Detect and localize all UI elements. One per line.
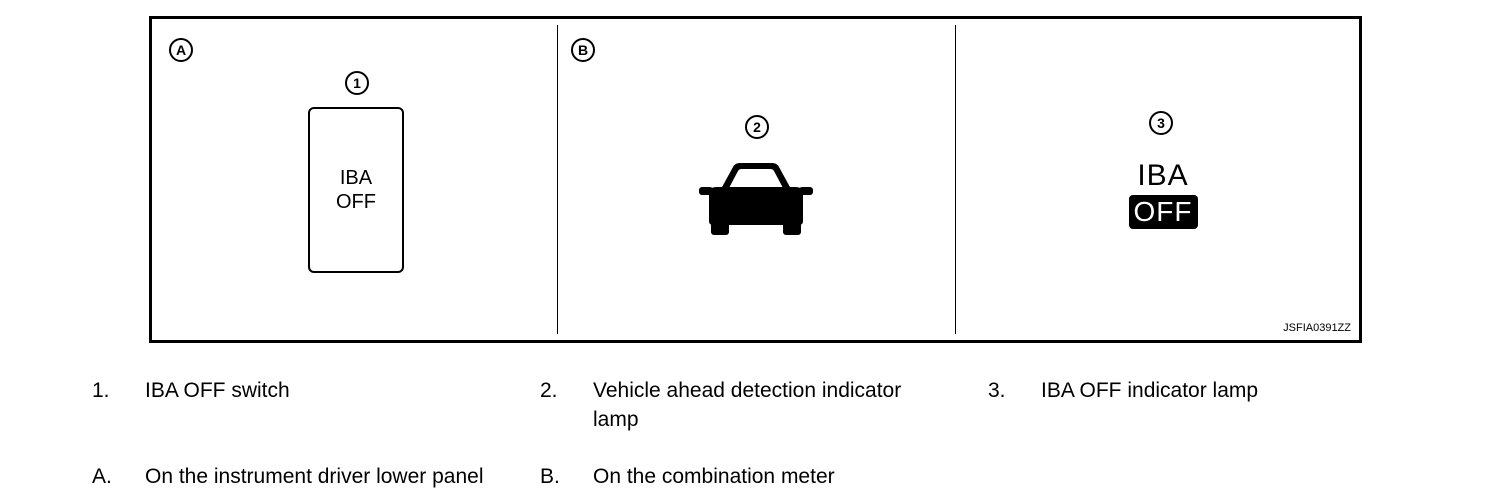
legend-item-b-letter: B. <box>540 465 560 488</box>
callout-3-number: 3 <box>1157 115 1165 131</box>
diagram-figure: A B 1 2 3 IBA OFF IBA OFF <box>149 16 1362 343</box>
panel-a-label: A <box>169 38 193 62</box>
legend-item-a-text: On the instrument driver lower panel <box>145 465 484 488</box>
legend-item-1-number: 1. <box>92 379 110 402</box>
callout-1: 1 <box>345 71 369 95</box>
switch-label-line1: IBA <box>339 167 373 189</box>
legend-item-b-text: On the combination meter <box>593 465 835 488</box>
iba-off-switch: IBA OFF <box>308 107 404 273</box>
panel-divider-1 <box>557 25 558 334</box>
iba-off-indicator-lamp: IBA OFF <box>1125 159 1201 229</box>
legend-item-2-number: 2. <box>540 379 558 402</box>
panel-divider-2 <box>955 25 956 334</box>
panel-a-letter: A <box>175 42 187 58</box>
callout-2: 2 <box>745 115 769 139</box>
legend-item-2-text-line2: lamp <box>593 408 639 431</box>
lamp-label-iba: IBA <box>1137 159 1189 192</box>
legend-item-1-text: IBA OFF switch <box>145 379 290 402</box>
legend-item-2-text-line1: Vehicle ahead detection indicator <box>593 379 902 402</box>
legend-item-3-number: 3. <box>988 379 1006 402</box>
switch-label-line2: OFF <box>336 191 376 213</box>
lamp-label-off: OFF <box>1128 195 1198 229</box>
vehicle-ahead-car-icon <box>699 163 813 235</box>
callout-3: 3 <box>1149 111 1173 135</box>
legend-item-a-letter: A. <box>92 465 112 488</box>
panel-b-letter: B <box>577 42 589 58</box>
panel-b-label: B <box>571 38 595 62</box>
callout-1-number: 1 <box>353 75 361 91</box>
callout-2-number: 2 <box>753 119 761 135</box>
legend-item-3-text: IBA OFF indicator lamp <box>1041 379 1259 402</box>
figure-code: JSFIA0391ZZ <box>1283 322 1351 334</box>
